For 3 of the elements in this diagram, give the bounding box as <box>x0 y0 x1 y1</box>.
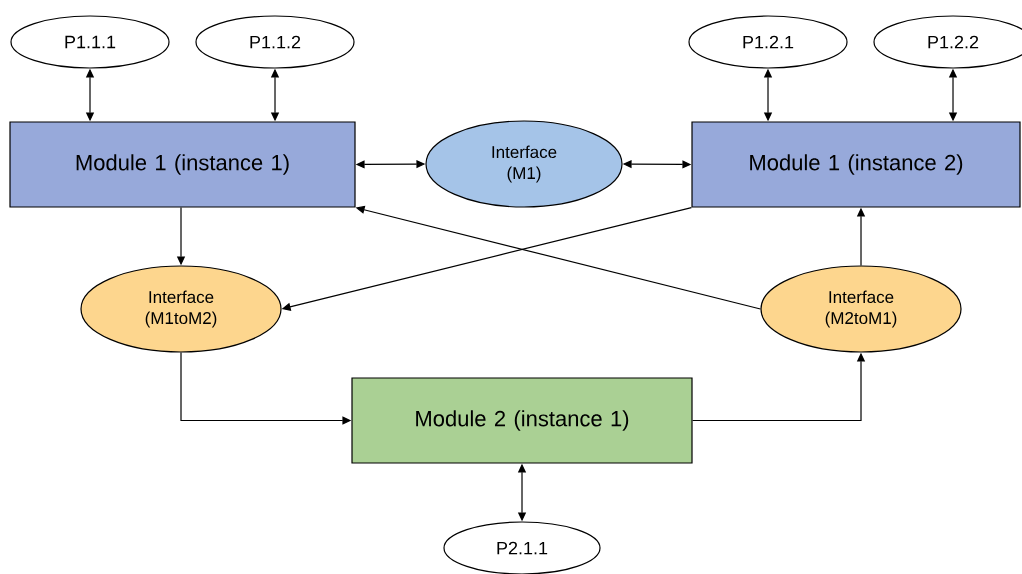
module-box: Module 1 (instance 1) <box>9 121 356 208</box>
module-box: Module 2 (instance 1) <box>351 377 693 464</box>
module-box: Module 1 (instance 2) <box>691 121 1021 208</box>
